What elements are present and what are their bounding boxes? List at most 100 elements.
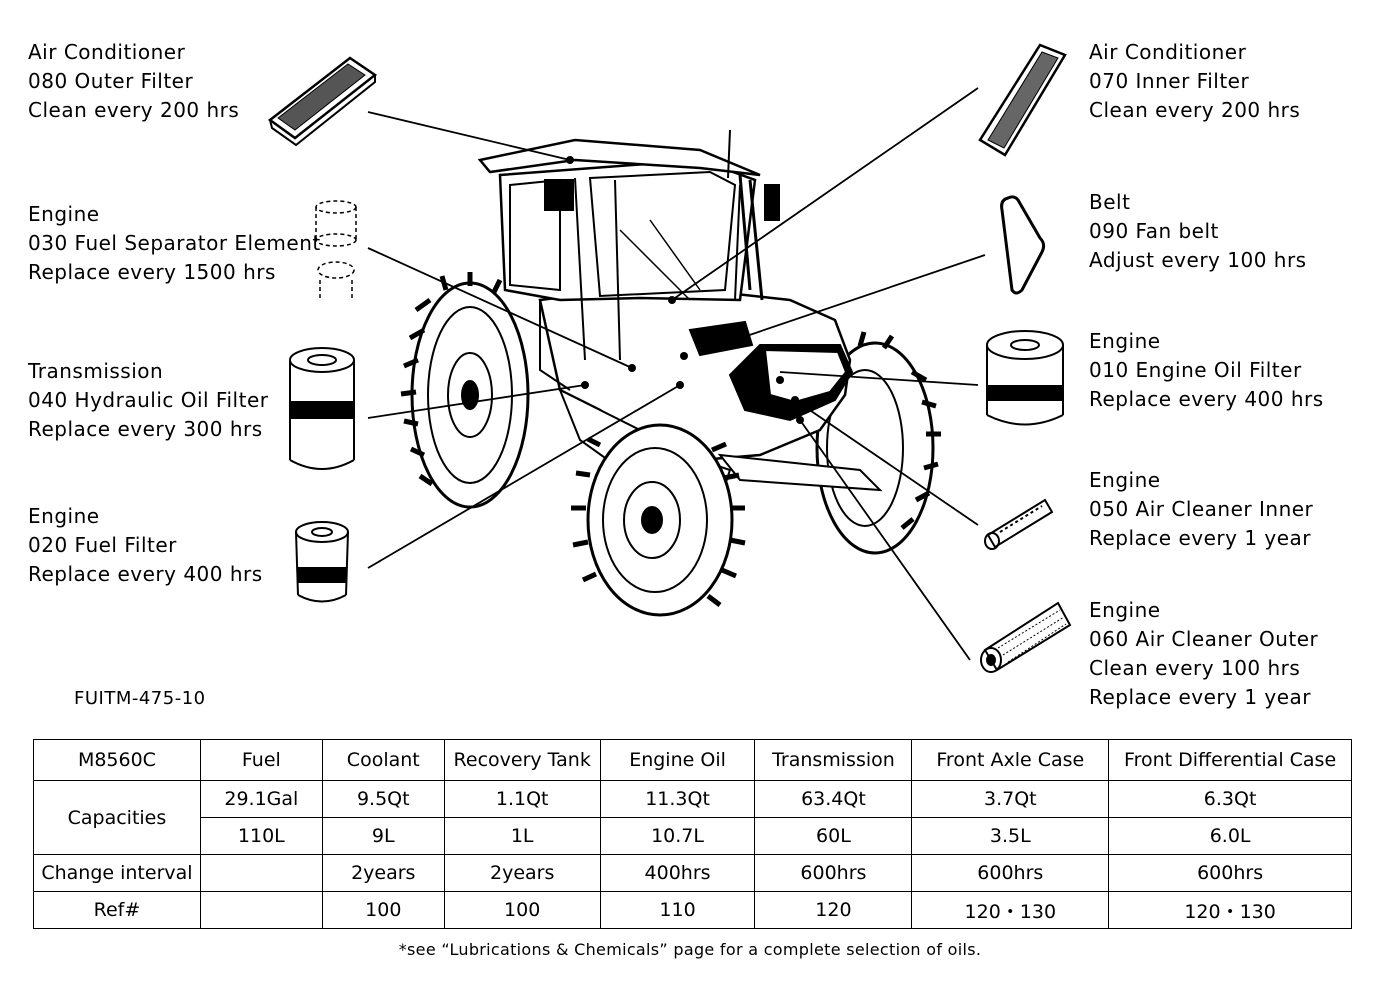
table-cell: 9.5Qt xyxy=(321,780,445,818)
table-row-ref: Ref# 100 100 110 120 120・130 120・130 xyxy=(33,891,1352,929)
callout-category: Engine xyxy=(1089,598,1161,622)
air-conditioner-inner-filter-icon xyxy=(978,43,1067,157)
callout-part: 090 Fan belt xyxy=(1089,219,1219,243)
table-header-row: M8560C Fuel Coolant Recovery Tank Engine… xyxy=(33,739,1352,781)
callout-category: Transmission xyxy=(28,359,164,383)
column-header: Transmission xyxy=(754,739,913,781)
callout-interval: Clean every 100 hrs xyxy=(1089,656,1301,680)
table-cell: 120・130 xyxy=(911,891,1110,929)
table-cell: 600hrs xyxy=(1108,854,1352,892)
table-cell: 3.5L xyxy=(911,817,1110,855)
callout-ac-inner-filter: Air Conditioner 070 Inner Filter Clean e… xyxy=(1089,38,1300,125)
callout-air-cleaner-inner: Engine 050 Air Cleaner Inner Replace eve… xyxy=(1089,466,1313,553)
callout-interval: Replace every 400 hrs xyxy=(1089,387,1324,411)
front-left-wheel xyxy=(571,423,746,617)
callout-category: Belt xyxy=(1089,190,1131,214)
callout-part: 070 Inner Filter xyxy=(1089,69,1250,93)
leader-ac-inner xyxy=(671,87,979,301)
leader-oil-filter xyxy=(779,371,979,386)
table-cell: 600hrs xyxy=(754,854,913,892)
callout-part: 060 Air Cleaner Outer xyxy=(1089,627,1319,651)
figure-code: FUITM-475-10 xyxy=(74,688,206,709)
callout-part: 030 Fuel Separator Element xyxy=(28,231,321,255)
fuel-filter-icon xyxy=(295,521,349,603)
table-cell: 2years xyxy=(321,854,445,892)
tractor-body xyxy=(538,288,883,502)
row-label-ref: Ref# xyxy=(33,891,201,929)
callout-part: 050 Air Cleaner Inner xyxy=(1089,497,1314,521)
column-header: Front Differential Case xyxy=(1108,739,1352,781)
table-cell: 110L xyxy=(199,817,323,855)
callout-interval: Replace every 1500 hrs xyxy=(28,260,276,284)
fuel-separator-element-icon xyxy=(315,200,357,300)
callout-hydraulic-oil-filter: Transmission 040 Hydraulic Oil Filter Re… xyxy=(28,357,268,444)
hydraulic-oil-filter-icon xyxy=(289,347,355,470)
callout-interval-secondary: Replace every 1 year xyxy=(1089,685,1312,709)
tractor-illustration xyxy=(400,129,941,617)
callout-interval: Replace every 1 year xyxy=(1089,526,1312,550)
callout-category: Air Conditioner xyxy=(1089,40,1247,64)
table-cell: 3.7Qt xyxy=(911,780,1110,818)
column-header: Fuel xyxy=(199,739,323,781)
table-cell: 100 xyxy=(443,891,601,929)
table-row-capacities-metric: 110L 9L 1L 10.7L 60L 3.5L 6.0L xyxy=(34,817,1352,855)
fan-belt-icon xyxy=(1000,195,1046,295)
leader-belt xyxy=(719,254,986,346)
row-label-capacities: Capacities xyxy=(33,780,201,855)
column-header: Engine Oil xyxy=(599,739,756,781)
leader-fuel-separator xyxy=(367,247,633,369)
table-cell: 110 xyxy=(599,891,756,929)
callout-fuel-separator: Engine 030 Fuel Separator Element Replac… xyxy=(28,200,321,287)
table-cell: 120・130 xyxy=(1108,891,1352,929)
engine-oil-filter-icon xyxy=(986,330,1064,426)
callout-category: Air Conditioner xyxy=(28,40,186,64)
column-header: Coolant xyxy=(321,739,445,781)
callout-part: 080 Outer Filter xyxy=(28,69,194,93)
callout-part: 040 Hydraulic Oil Filter xyxy=(28,388,269,412)
table-cell: 400hrs xyxy=(599,854,756,892)
table-cell: 60L xyxy=(754,817,913,855)
callout-interval: Clean every 200 hrs xyxy=(28,98,240,122)
footnote: *see “Lubrications & Chemicals” page for… xyxy=(398,940,982,959)
callout-part: 020 Fuel Filter xyxy=(28,533,177,557)
row-label-change-interval: Change interval xyxy=(33,854,201,892)
callout-ac-outer-filter: Air Conditioner 080 Outer Filter Clean e… xyxy=(28,38,239,125)
callout-category: Engine xyxy=(1089,468,1161,492)
column-header: Recovery Tank xyxy=(443,739,601,781)
table-cell: 120 xyxy=(754,891,913,929)
callout-interval: Replace every 300 hrs xyxy=(28,417,263,441)
callout-interval: Clean every 200 hrs xyxy=(1089,98,1301,122)
table-cell xyxy=(199,891,323,929)
table-cell: 1L xyxy=(443,817,601,855)
table-cell: 6.3Qt xyxy=(1108,780,1352,818)
table-cell: 63.4Qt xyxy=(754,780,913,818)
capacity-table: M8560C Fuel Coolant Recovery Tank Engine… xyxy=(33,739,1352,929)
table-cell: 29.1Gal xyxy=(199,780,323,818)
rear-left-wheel xyxy=(400,272,530,509)
air-cleaner-inner-icon xyxy=(984,498,1054,550)
leader-hydraulic xyxy=(367,384,586,419)
column-header: Front Axle Case xyxy=(911,739,1110,781)
table-cell: 6.0L xyxy=(1108,817,1352,855)
table-cell: 11.3Qt xyxy=(599,780,756,818)
table-cell: 100 xyxy=(321,891,445,929)
leader-air-outer xyxy=(799,419,971,661)
air-conditioner-outer-filter-icon xyxy=(267,56,378,147)
callout-fan-belt: Belt 090 Fan belt Adjust every 100 hrs xyxy=(1089,188,1307,275)
callout-category: Engine xyxy=(28,202,100,226)
tractor-cab xyxy=(477,129,780,391)
model-cell: M8560C xyxy=(33,739,201,781)
leader-lines xyxy=(367,87,986,661)
leader-ac-outer xyxy=(367,111,571,161)
air-cleaner-outer-icon xyxy=(980,601,1072,673)
callout-category: Engine xyxy=(1089,329,1161,353)
callout-fuel-filter: Engine 020 Fuel Filter Replace every 400… xyxy=(28,502,263,589)
callout-part: 010 Engine Oil Filter xyxy=(1089,358,1302,382)
table-row-capacities-us: Capacities 29.1Gal 9.5Qt 1.1Qt 11.3Qt 63… xyxy=(33,780,1352,855)
callout-interval: Adjust every 100 hrs xyxy=(1089,248,1307,272)
callout-air-cleaner-outer: Engine 060 Air Cleaner Outer Clean every… xyxy=(1089,596,1318,712)
leader-air-inner xyxy=(794,399,979,526)
callout-interval: Replace every 400 hrs xyxy=(28,562,263,586)
table-row-change-interval: Change interval 2years 2years 400hrs 600… xyxy=(33,854,1352,892)
